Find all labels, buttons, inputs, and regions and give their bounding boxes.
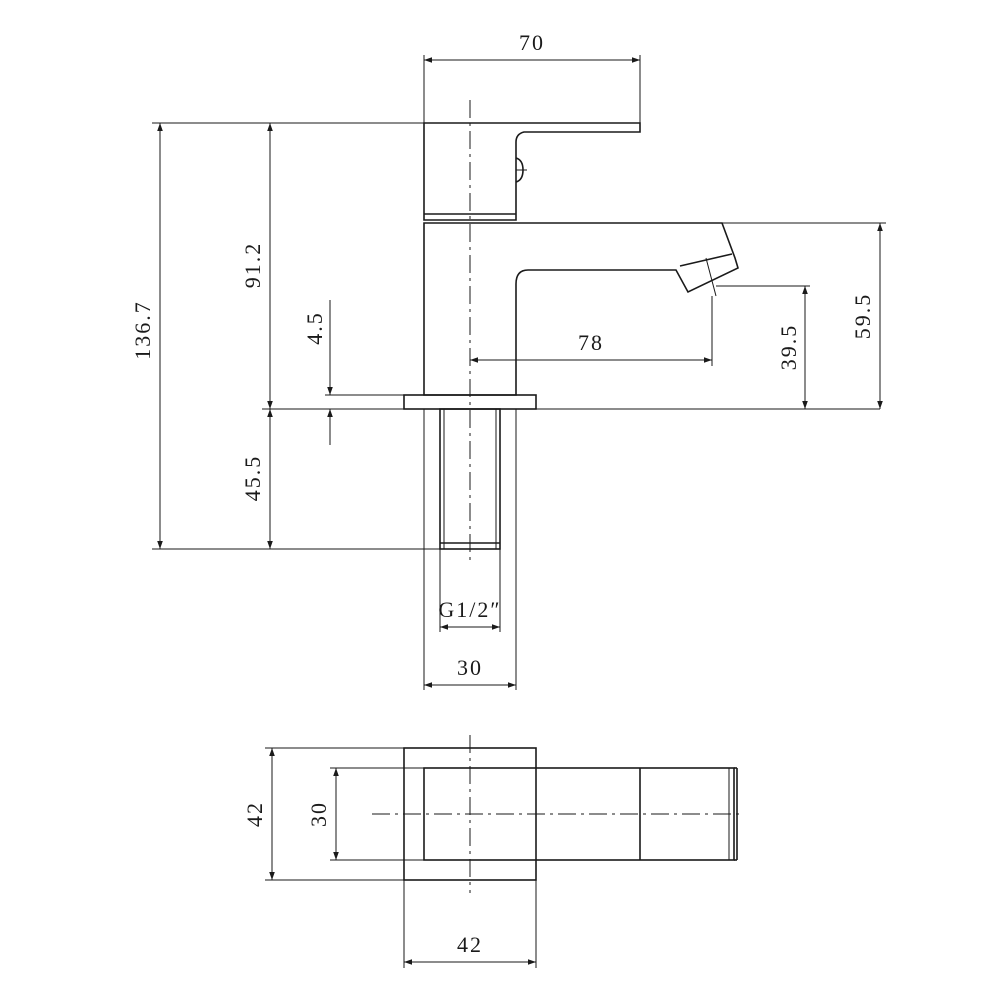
tap-handle (423, 122, 641, 221)
dimension-base-thickness: 4.5 (302, 300, 333, 445)
svg-text:42: 42 (457, 932, 483, 957)
dimension-body-width: 30 (424, 655, 516, 688)
dimension-total-height: 136.7 (130, 123, 163, 549)
svg-text:G1/2″: G1/2″ (438, 597, 501, 622)
top-handle-lever (423, 767, 735, 861)
dimension-thread: G1/2″ (438, 597, 501, 630)
svg-text:39.5: 39.5 (776, 324, 801, 371)
dimension-base-width: 42 (404, 932, 536, 965)
svg-text:30: 30 (457, 655, 483, 680)
dimension-body-height: 91.2 (240, 123, 273, 409)
svg-text:30: 30 (306, 801, 331, 827)
svg-text:70: 70 (519, 30, 545, 55)
svg-text:78: 78 (578, 330, 604, 355)
svg-text:45.5: 45.5 (240, 455, 265, 502)
dimension-body-depth: 30 (306, 768, 339, 860)
svg-text:136.7: 136.7 (130, 300, 155, 360)
tap-body (423, 222, 739, 396)
svg-text:4.5: 4.5 (302, 311, 327, 345)
svg-text:59.5: 59.5 (850, 293, 875, 340)
dimension-outlet-height: 39.5 (776, 286, 808, 409)
side-view: 70 136.7 91.2 4.5 45.5 78 (130, 30, 886, 690)
svg-text:42: 42 (242, 801, 267, 827)
dimension-width-top: 70 (424, 30, 640, 63)
dimension-spout-reach: 78 (470, 296, 713, 366)
top-view: 42 30 42 (242, 735, 742, 968)
dimension-tail-length: 45.5 (240, 409, 273, 549)
dimension-spout-top-height: 59.5 (850, 223, 883, 409)
svg-text:91.2: 91.2 (240, 242, 265, 289)
dimension-base-depth: 42 (242, 748, 275, 880)
